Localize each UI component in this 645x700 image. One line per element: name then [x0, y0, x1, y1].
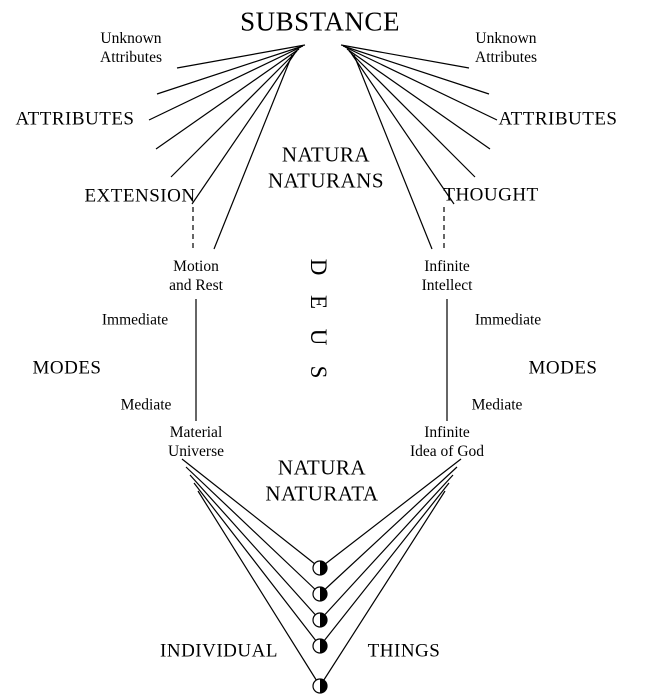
modes-left-label: MODES	[32, 357, 102, 379]
natura-naturans-label: NATURA NATURANS	[267, 142, 385, 192]
attributes-left-label: ATTRIBUTES	[15, 108, 135, 130]
thought-label: THOUGHT	[443, 184, 539, 206]
unknown-attributes-right-label: Unknown Attributes	[475, 30, 537, 66]
half-filled-circle	[312, 612, 328, 628]
half-filled-circle	[312, 586, 328, 602]
immediate-left-label: Immediate	[101, 311, 169, 329]
natura-naturata-label: NATURA NATURATA	[265, 455, 379, 505]
extension-label: EXTENSION	[84, 185, 196, 207]
individual-label: INDIVIDUAL	[160, 640, 278, 662]
half-filled-circle	[312, 678, 328, 694]
motion-and-rest-label: Motion and Rest	[169, 258, 223, 294]
modes-right-label: MODES	[528, 357, 598, 379]
mediate-left-label: Mediate	[120, 396, 172, 414]
half-filled-circle	[312, 560, 328, 576]
material-universe-label: Material Universe	[168, 424, 224, 460]
infinite-intellect-label: Infinite Intellect	[421, 258, 473, 294]
things-label: THINGS	[367, 640, 441, 662]
half-filled-circle	[312, 638, 328, 654]
mediate-right-label: Mediate	[471, 396, 523, 414]
individual-things-nodes	[312, 560, 328, 694]
unknown-attributes-left-label: Unknown Attributes	[100, 30, 162, 66]
bundle-right	[319, 458, 462, 687]
substance-label: SUBSTANCE	[240, 6, 400, 37]
infinite-idea-of-god-label: Infinite Idea of God	[409, 424, 485, 460]
attributes-right-label: ATTRIBUTES	[498, 108, 618, 130]
bundle-left	[181, 458, 321, 687]
immediate-right-label: Immediate	[474, 311, 542, 329]
fan-left	[148, 44, 306, 250]
fan-right	[340, 44, 498, 250]
